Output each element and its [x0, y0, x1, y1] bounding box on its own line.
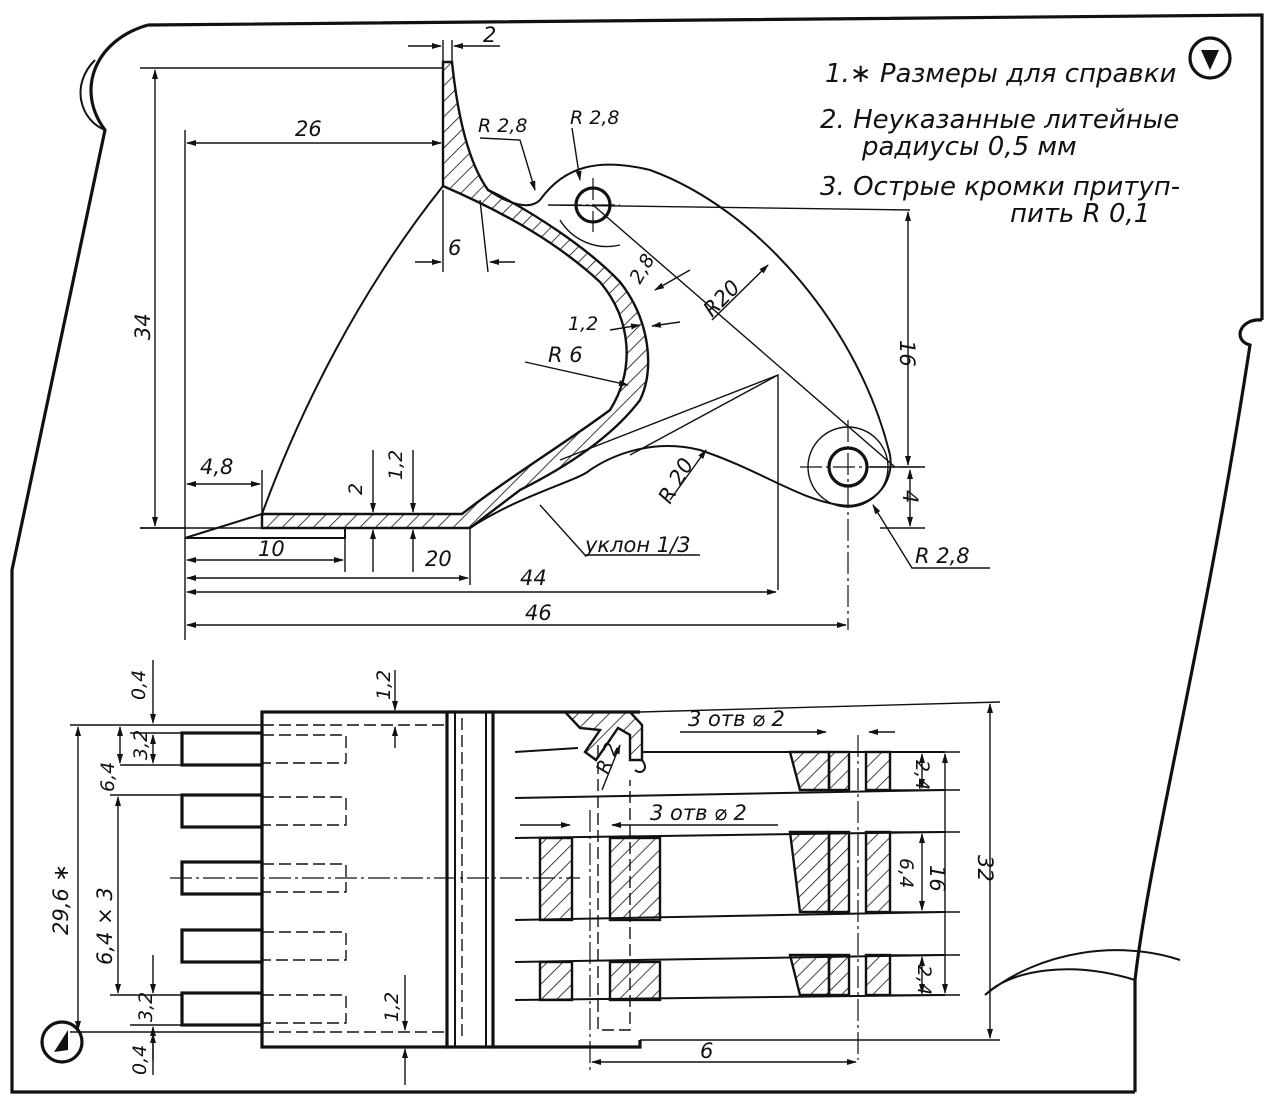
- dim-2-4-top: 2,4: [911, 760, 933, 790]
- dim-1-2-wall: 1,2: [568, 313, 598, 335]
- dim-26: 26: [295, 117, 322, 141]
- dim-29-6: 29,6 ∗: [49, 864, 73, 935]
- roughness-icon-top: [1188, 36, 1232, 80]
- roughness-icon-bottom: [40, 1020, 84, 1064]
- dim-0-4-top: 0,4: [128, 670, 150, 700]
- dim-16-plan: 16: [925, 865, 949, 892]
- dim-1-2-base: 1,2: [385, 450, 407, 480]
- dim-3-2-top: 3,2: [130, 730, 152, 760]
- dim-10: 10: [258, 537, 285, 561]
- dim-16-side: 16: [895, 340, 919, 367]
- dim-4-8: 4,8: [200, 455, 233, 479]
- dim-3-2-bot: 3,2: [135, 992, 157, 1022]
- note-2b: радиусы 0,5 мм: [861, 132, 1077, 162]
- dim-32-plan: 32: [973, 855, 997, 882]
- note-2a: 2. Неуказанные литейные: [820, 105, 1179, 135]
- dim-2-8: 2,8: [625, 250, 659, 287]
- dim-34: 34: [131, 313, 155, 340]
- note-3b: пить R 0,1: [1010, 199, 1150, 229]
- dim-1-2-top: 1,2: [373, 670, 395, 700]
- holes-top-label: 3 отв ⌀ 2: [688, 707, 785, 731]
- dim-6-4: 6,4: [97, 762, 119, 792]
- dim-46: 46: [525, 601, 552, 625]
- slope-label: уклон 1/3: [584, 533, 691, 557]
- radius-20-upper: R20: [699, 275, 745, 321]
- note-3a: 3. Острые кромки притуп-: [820, 172, 1180, 202]
- dim-2-base: 2: [345, 483, 367, 495]
- plan-view: 0,4 29,6 ∗ 6,4 3,2 6,4 × 3 3,2 0,4 1,2 1…: [49, 660, 1001, 1085]
- dim-6-side: 6: [448, 236, 461, 260]
- radius-top: R 2,8: [570, 107, 619, 129]
- dim-0-4-bot: 0,4: [129, 1045, 151, 1075]
- dim-44: 44: [520, 566, 547, 590]
- dim-6-4-right: 6,4: [895, 858, 917, 888]
- dim-6-4x3: 6,4 × 3: [93, 887, 117, 965]
- sheet-frame: [10, 13, 1264, 1094]
- holes-mid-label: 3 отв ⌀ 2: [650, 801, 747, 825]
- side-view: 2 34 26 R 2,8 R 2,8 6 2,8 R20 16 1,2: [131, 23, 990, 640]
- radius-bottom: R 2,8: [915, 544, 970, 568]
- dim-1-2-bot: 1,2: [381, 992, 403, 1022]
- radius-20-lower: R 20: [654, 454, 699, 508]
- dim-20: 20: [425, 547, 452, 571]
- radius-left: R 2,8: [478, 115, 527, 137]
- radius-6: R 6: [548, 343, 583, 367]
- dim-2-top: 2: [483, 23, 496, 47]
- dim-2-4-bot: 2,4: [913, 965, 935, 995]
- dim-6-plan: 6: [700, 1039, 713, 1063]
- dim-4-side: 4: [898, 490, 922, 503]
- notes-block: 1.∗ Размеры для справки 2. Неуказанные л…: [820, 59, 1180, 229]
- note-1: 1.∗ Размеры для справки: [825, 59, 1176, 89]
